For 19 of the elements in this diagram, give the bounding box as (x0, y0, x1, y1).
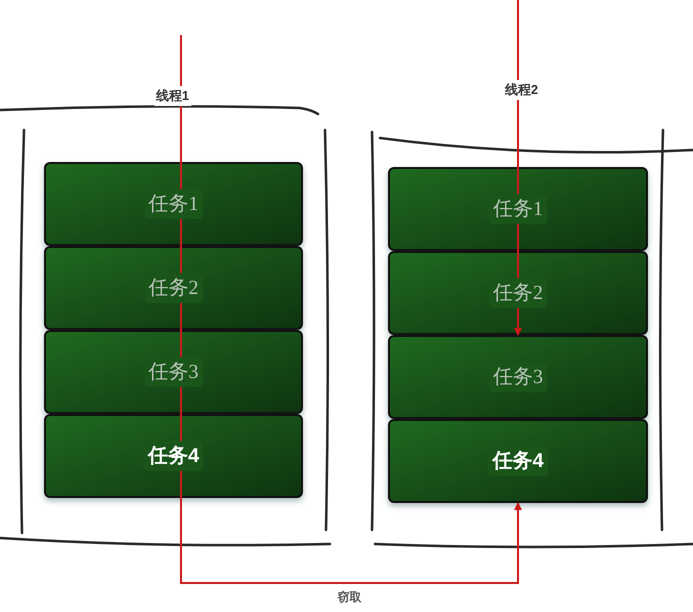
task-box (388, 335, 648, 419)
thread-label: 线程2 (502, 80, 540, 100)
task-label: 任务1 (489, 194, 547, 224)
task-box (388, 167, 648, 251)
thread-label: 线程1 (154, 86, 192, 106)
task-label: 任务4 (144, 441, 204, 471)
task-box (44, 162, 303, 246)
task-label: 任务4 (488, 446, 548, 476)
task-label: 任务2 (489, 278, 547, 308)
task-label: 任务2 (144, 273, 202, 303)
task-box (44, 246, 303, 330)
task-label: 任务1 (144, 189, 202, 219)
task-box (44, 330, 303, 414)
edge-label: 窃取 (336, 591, 364, 603)
task-label: 任务3 (489, 362, 547, 392)
task-box (388, 419, 648, 503)
task-label: 任务3 (144, 357, 202, 387)
task-box (388, 251, 648, 335)
task-box (44, 414, 303, 498)
